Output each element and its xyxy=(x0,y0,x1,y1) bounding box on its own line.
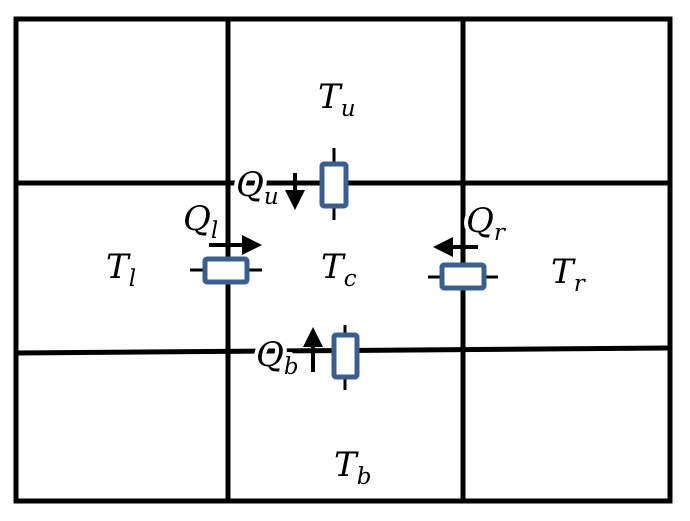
grid-lines xyxy=(13,16,673,504)
label-t-right: Tr xyxy=(551,252,587,297)
resistor-left xyxy=(190,256,262,285)
resistor-bottom xyxy=(331,325,360,390)
label-q-left: Ql xyxy=(183,199,218,244)
label-q-up: Qu xyxy=(236,165,279,210)
label-t-bottom: Tb xyxy=(334,445,371,490)
outer-border xyxy=(13,16,673,504)
resistor-up xyxy=(319,148,349,220)
label-q-right: Qr xyxy=(466,201,507,246)
label-t-up: Tu xyxy=(318,77,356,122)
label-t-left: Tl xyxy=(106,247,136,292)
label-t-center: Tc xyxy=(321,247,357,292)
resistor-right xyxy=(428,262,498,291)
label-q-bottom: Qb xyxy=(256,335,299,380)
